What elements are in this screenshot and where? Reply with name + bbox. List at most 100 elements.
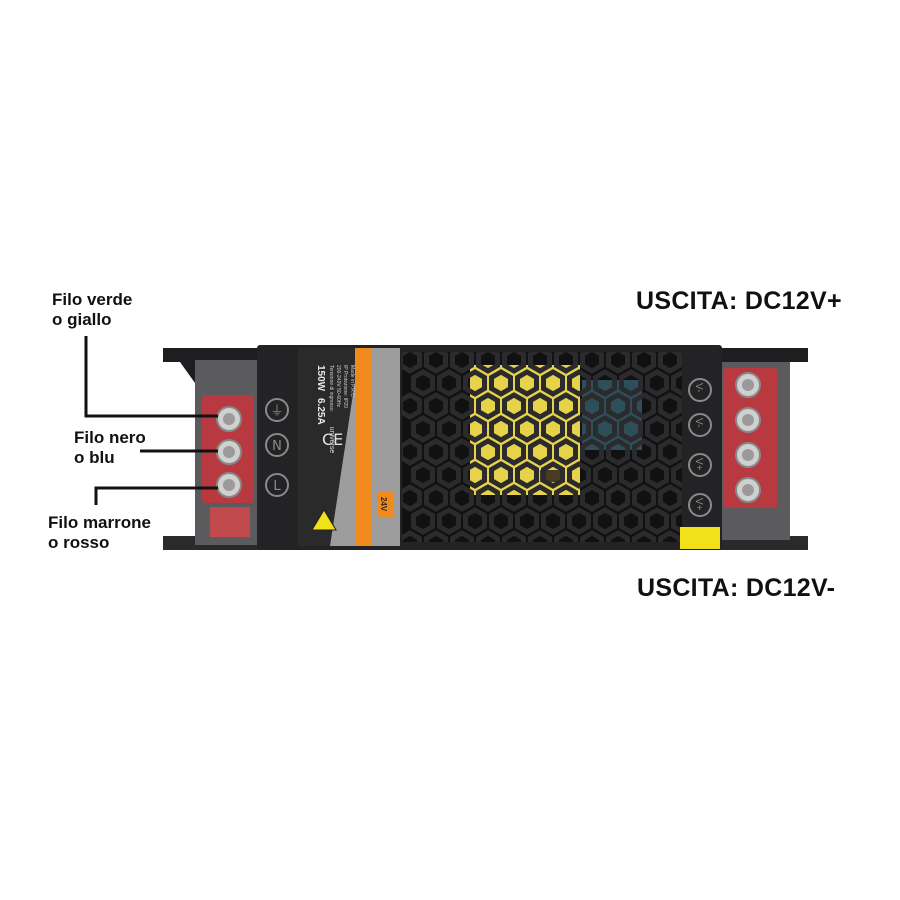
vent-hole xyxy=(476,352,500,374)
vent-hole xyxy=(593,415,617,443)
vent-hole xyxy=(554,438,578,466)
yellow-sticker xyxy=(680,527,720,549)
label-black-wire: Filo nero o blu xyxy=(74,428,146,468)
vent-hole xyxy=(554,392,578,420)
vent-hole xyxy=(476,484,500,512)
vent-hole xyxy=(645,415,669,443)
label-black-line2: o blu xyxy=(74,448,115,467)
vent-hole xyxy=(402,438,422,466)
label-spec3: IP Protezione: IP20 xyxy=(342,365,348,408)
vent-hole xyxy=(619,507,643,535)
vent-hole xyxy=(466,556,485,578)
vent-hole xyxy=(554,352,578,374)
vent-hole xyxy=(450,530,474,542)
vent-hole xyxy=(450,392,474,420)
vent-hole xyxy=(476,530,500,542)
vent-hole xyxy=(541,369,565,397)
vent-hole xyxy=(463,415,487,443)
vent-hole xyxy=(671,461,682,489)
leader-line-green xyxy=(84,336,218,418)
vent-hole xyxy=(437,415,461,443)
vent-hole xyxy=(658,484,682,512)
vent-hole xyxy=(437,507,461,535)
vent-hole xyxy=(450,484,474,512)
input-mark-earth: ⏚ xyxy=(270,404,283,419)
vent-hole xyxy=(632,352,656,374)
vent-hole xyxy=(437,369,461,397)
vent-hole xyxy=(632,438,656,466)
output-mark-1: V- xyxy=(693,383,704,392)
vent-hole xyxy=(528,392,552,420)
vent-hole xyxy=(606,392,630,420)
label-brown-line2: o rosso xyxy=(48,533,110,552)
vent-hole xyxy=(450,438,474,466)
vent-hole xyxy=(544,556,563,578)
vent-hole xyxy=(489,461,513,489)
vent-hole xyxy=(645,369,669,397)
vent-hole xyxy=(658,530,682,542)
output-mark-3: V+ xyxy=(693,458,704,471)
output-minus-label: USCITA: DC12V- xyxy=(637,574,836,602)
vent-hole xyxy=(502,392,526,420)
vent-hole xyxy=(515,507,539,535)
screw-live xyxy=(216,472,242,498)
vent-hole xyxy=(502,438,526,466)
label-green-wire: Filo verde o giallo xyxy=(52,290,132,330)
vent-hole xyxy=(424,438,448,466)
grid-holes xyxy=(402,352,682,578)
screw-v-minus-1 xyxy=(735,372,761,398)
ce-mark-icon: CE xyxy=(322,430,343,449)
vent-hole xyxy=(619,461,643,489)
vent-hole xyxy=(414,556,433,578)
label-brown-line1: Filo marrone xyxy=(48,513,151,532)
vent-hole xyxy=(580,484,604,512)
vent-hole xyxy=(632,530,656,542)
label-brand: universe xyxy=(328,427,335,454)
vent-hole xyxy=(402,530,422,542)
vent-hole xyxy=(541,461,565,489)
vent-hole xyxy=(450,352,474,374)
vent-hole xyxy=(632,484,656,512)
vent-hole xyxy=(567,415,591,443)
label-brown-wire: Filo marrone o rosso xyxy=(48,513,151,553)
input-mark-l: L xyxy=(273,479,281,494)
vent-hole xyxy=(593,369,617,397)
vent-hole xyxy=(476,392,500,420)
left-terminal-base xyxy=(210,507,250,537)
output-mark-4: V+ xyxy=(693,498,704,511)
vent-hole xyxy=(567,507,591,535)
label-voltage: 24V xyxy=(379,497,388,512)
vent-hole xyxy=(671,369,682,397)
vent-hole xyxy=(671,507,682,535)
vent-hole xyxy=(658,352,682,374)
label-spec1: Tensione di ingresso: xyxy=(328,365,334,412)
vent-hole xyxy=(502,352,526,374)
vent-hole xyxy=(489,415,513,443)
vent-hole xyxy=(528,484,552,512)
vent-hole xyxy=(580,530,604,542)
label-power: 150W xyxy=(315,365,326,392)
vent-hole xyxy=(411,369,435,397)
screw-earth xyxy=(216,406,242,432)
vent-hole xyxy=(502,484,526,512)
warning-icon xyxy=(311,509,337,531)
vent-hole xyxy=(518,556,537,578)
input-mark-n: N xyxy=(272,439,282,454)
input-markings: ⏚ N L xyxy=(265,398,289,497)
vent-hole xyxy=(658,438,682,466)
right-terminal-strip xyxy=(723,368,778,508)
label-spec2: 200-240V 50-60Hz xyxy=(335,365,341,407)
vent-hole xyxy=(645,507,669,535)
vent-hole xyxy=(541,415,565,443)
vent-hole xyxy=(619,415,643,443)
vent-hole xyxy=(411,415,435,443)
vent-hole xyxy=(489,507,513,535)
vent-hole xyxy=(593,461,617,489)
vent-hole xyxy=(489,369,513,397)
vent-hole xyxy=(402,352,422,374)
screw-v-plus-2 xyxy=(735,477,761,503)
label-current: 6.25A xyxy=(315,398,326,425)
label-spec4: Made in P.R.C xyxy=(349,365,355,397)
vent-hole xyxy=(402,392,422,420)
